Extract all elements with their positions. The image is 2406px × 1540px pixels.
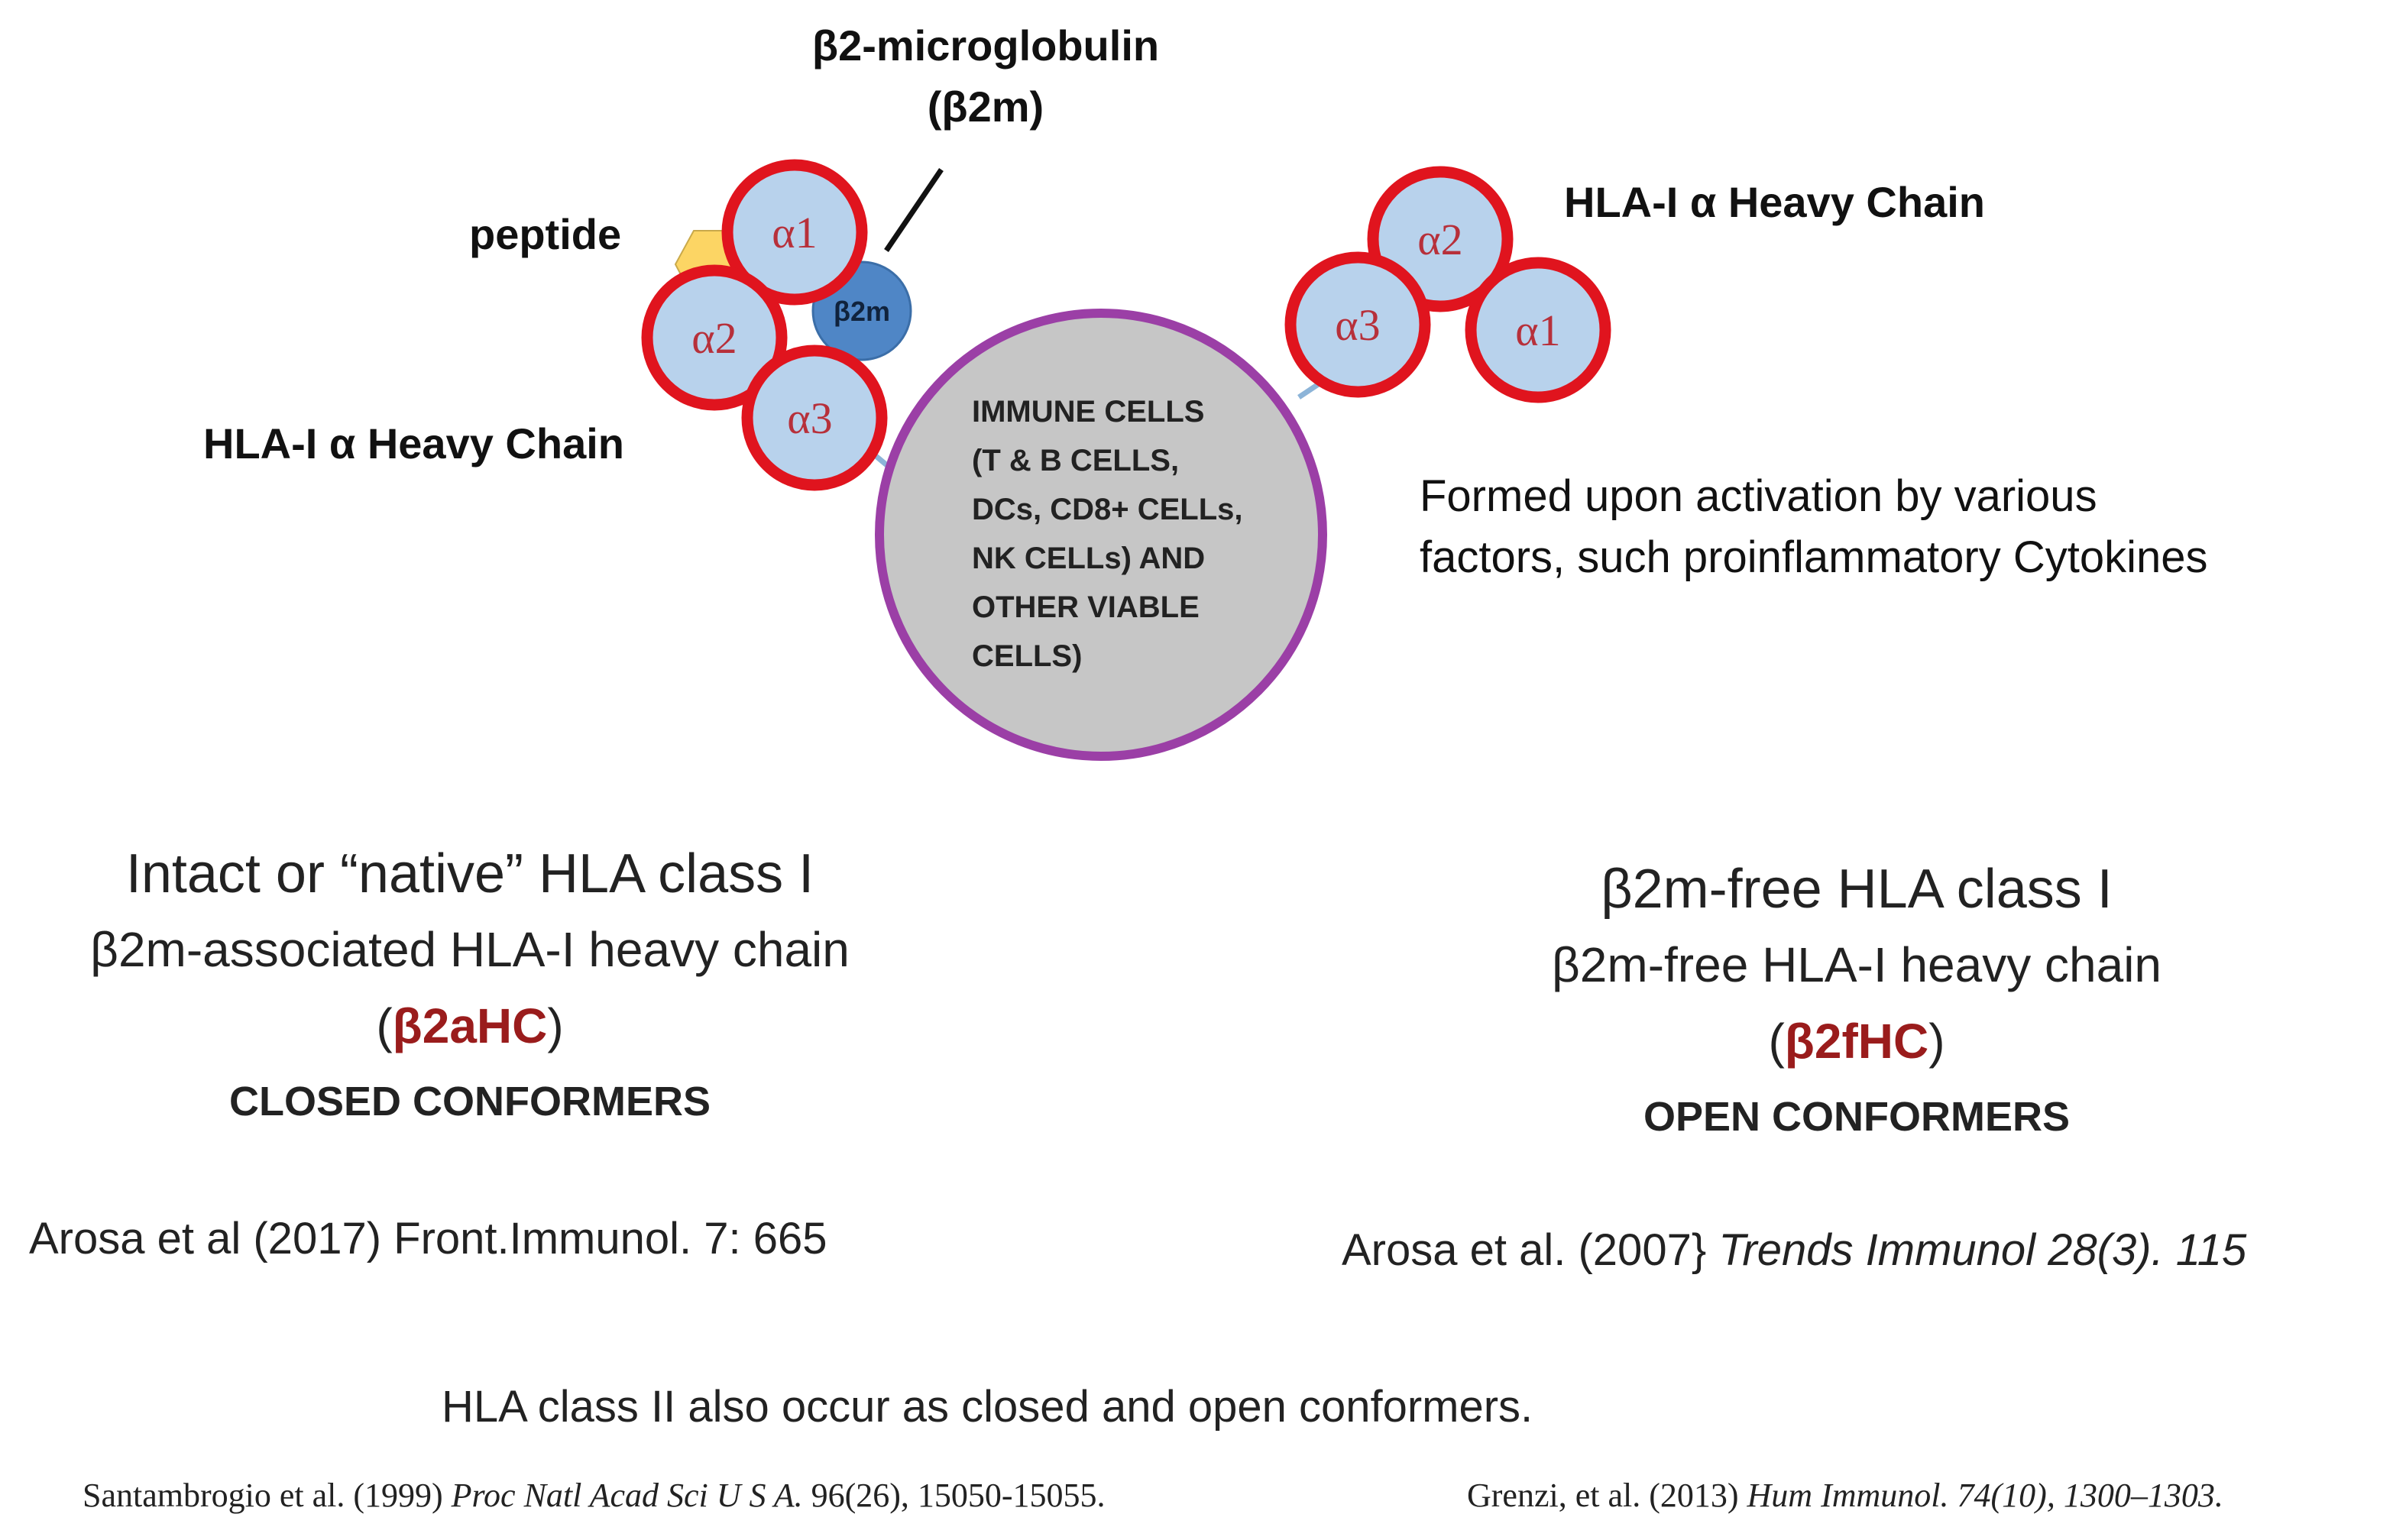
right-alpha3-label: α3 [1335,300,1380,350]
left-alpha1-domain [721,159,868,306]
left-reference: Arosa et al (2017) Front.Immunol. 7: 665 [29,1214,827,1263]
left-caption-abbr-line: (β2aHC) [0,988,940,1064]
right-alpha3-domain [1284,251,1431,398]
right-reference-plain: Arosa et al. (2007} [1342,1225,1719,1275]
formation-note-line-1: Formed upon activation by various [1420,471,2097,521]
left-abbr-close: ) [547,998,564,1053]
footer-ref1-tail: 96(26), 15050-15055. [802,1477,1106,1514]
left-abbr: β2aHC [392,998,548,1053]
left-alpha3-label: α3 [787,393,832,443]
right-caption: β2m-free HLA class I β2m-free HLA-I heav… [1391,852,2323,1144]
b2m-circle-label: β2m [834,296,890,327]
right-abbr: β2fHC [1784,1014,1929,1069]
left-alpha1-label: α1 [772,208,817,257]
b2m-title: β2-microglobulin (β2m) [749,15,1222,138]
footer-reference-2: Grenzi, et al. (2013) Hum Immunol. 74(10… [1467,1476,2223,1515]
immune-cell-circle [875,309,1327,761]
right-alpha1-label: α1 [1515,306,1560,355]
right-conformer-label: OPEN CONFORMERS [1643,1094,2071,1140]
left-caption-title: Intact or “native” HLA class I [125,843,814,904]
b2m-pointer-line [884,168,944,252]
right-alpha2-label: α2 [1417,215,1462,264]
b2m-title-line-2: (β2m) [927,82,1044,131]
footer-ref1-italic: Proc Natl Acad Sci U S A. [451,1477,803,1514]
left-alpha3-domain [741,345,888,491]
cell-text-line-1: IMMUNE CELLS [972,395,1204,429]
peptide-label: peptide [469,210,622,258]
cell-text-line-4: NK CELLs) AND [972,542,1205,575]
right-reference: Arosa et al. (2007} Trends Immunol 28(3)… [1342,1225,2246,1276]
right-caption-subtitle: β2m-free HLA-I heavy chain [1551,937,2162,992]
left-caption: Intact or “native” HLA class I β2m-assoc… [0,836,940,1128]
left-abbr-open: ( [376,998,393,1053]
cell-text-line-2: (T & B CELLS, [972,444,1179,477]
right-alpha1-domain [1465,257,1611,403]
footer-ref2-plain: Grenzi, et al. (2013) [1467,1477,1747,1514]
b2m-title-line-1: β2-microglobulin [811,21,1160,70]
left-heavy-chain-label: HLA-I α Heavy Chain [203,419,624,467]
formation-note: Formed upon activation by various factor… [1420,466,2207,588]
left-alpha2-label: α2 [691,313,737,363]
right-abbr-open: ( [1768,1014,1785,1069]
right-reference-italic: Trends Immunol 28(3). 115 [1718,1225,2247,1275]
footer-note: HLA class II also occur as closed and op… [442,1382,1533,1432]
cell-text-line-6: CELLS) [972,639,1082,673]
footer-ref2-italic: Hum Immunol. 74(10), 1300–1303. [1747,1477,2223,1514]
cell-text-line-3: DCs, CD8+ CELLs, [972,493,1243,526]
formation-note-line-2: factors, such proinflammatory Cytokines [1420,532,2208,582]
left-caption-subtitle: β2m-associated HLA-I heavy chain [90,922,850,977]
right-abbr-close: ) [1928,1014,1945,1069]
cell-text-line-5: OTHER VIABLE [972,590,1200,624]
left-conformer-label: CLOSED CONFORMERS [228,1079,711,1124]
right-caption-abbr-line: (β2fHC) [1391,1003,2323,1079]
footer-reference-1: Santambrogio et al. (1999) Proc Natl Aca… [83,1476,1106,1515]
right-heavy-chain-label: HLA-I α Heavy Chain [1564,178,1985,226]
footer-ref1-plain: Santambrogio et al. (1999) [83,1477,452,1514]
right-caption-title: β2m-free HLA class I [1601,859,2113,920]
left-alpha2-domain [641,264,788,411]
